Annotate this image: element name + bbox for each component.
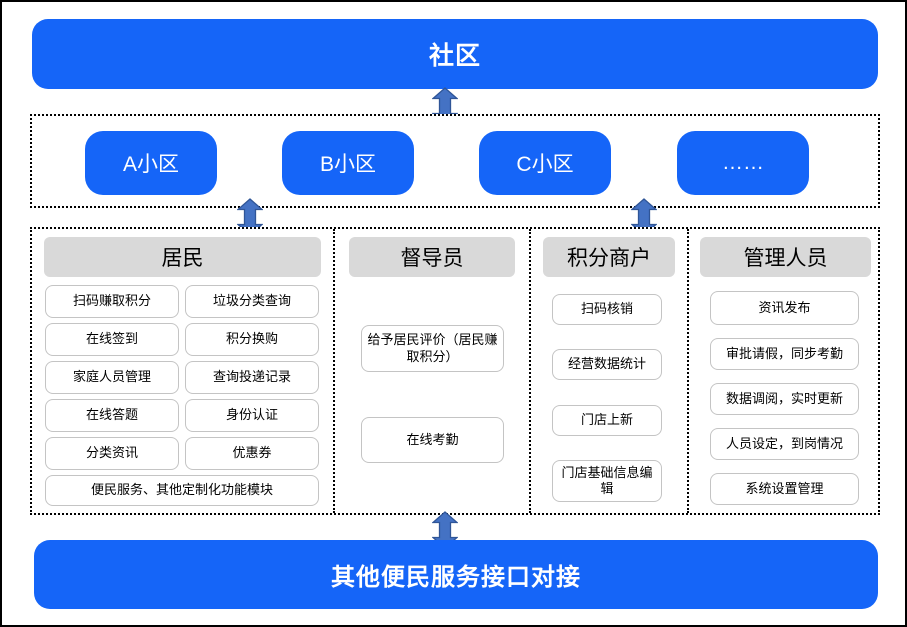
communities-box: A小区 B小区 C小区 …… [30,114,880,208]
community-c-node: C小区 [479,131,611,195]
column-admin: 管理人员 资讯发布 审批请假，同步考勤 数据调阅，实时更新 人员设定，到岗情况 … [687,229,880,513]
feature-node: 系统设置管理 [710,473,859,505]
feature-node: 在线答题 [45,399,179,432]
community-bar: 社区 [32,19,878,89]
feature-node: 家庭人员管理 [45,361,179,394]
roles-box: 居民 扫码赚取积分 垃圾分类查询 在线签到 积分换购 家庭人员管理 查询投递记录… [30,227,880,515]
community-b-node: B小区 [282,131,414,195]
residents-header: 居民 [44,237,321,277]
column-supervisor: 督导员 给予居民评价（居民赚取积分） 在线考勤 [333,229,529,513]
feature-node: 给予居民评价（居民赚取积分） [361,325,504,372]
column-residents: 居民 扫码赚取积分 垃圾分类查询 在线签到 积分换购 家庭人员管理 查询投递记录… [32,229,333,513]
merchant-header: 积分商户 [543,237,675,277]
feature-node: 扫码核销 [552,294,662,325]
feature-node: 门店基础信息编辑 [552,460,662,502]
feature-node: 垃圾分类查询 [185,285,319,318]
feature-node: 在线考勤 [361,417,504,463]
feature-node: 优惠券 [185,437,319,470]
feature-node: 便民服务、其他定制化功能模块 [45,475,319,506]
feature-node: 门店上新 [552,405,662,436]
feature-node: 扫码赚取积分 [45,285,179,318]
community-a-node: A小区 [85,131,217,195]
feature-node: 审批请假，同步考勤 [710,338,859,370]
feature-node: 资讯发布 [710,291,859,325]
supervisor-header: 督导员 [349,237,515,277]
community-more-node: …… [677,131,809,195]
feature-node: 人员设定，到岗情况 [710,428,859,460]
feature-node: 经营数据统计 [552,349,662,380]
feature-node: 查询投递记录 [185,361,319,394]
feature-node: 积分换购 [185,323,319,356]
column-merchant: 积分商户 扫码核销 经营数据统计 门店上新 门店基础信息编辑 [529,229,687,513]
feature-node: 在线签到 [45,323,179,356]
feature-node: 分类资讯 [45,437,179,470]
admin-header: 管理人员 [700,237,871,277]
feature-node: 身份认证 [185,399,319,432]
feature-node: 数据调阅，实时更新 [710,383,859,415]
other-services-bar: 其他便民服务接口对接 [34,540,878,609]
residents-feature-grid: 扫码赚取积分 垃圾分类查询 在线签到 积分换购 家庭人员管理 查询投递记录 在线… [45,285,333,470]
